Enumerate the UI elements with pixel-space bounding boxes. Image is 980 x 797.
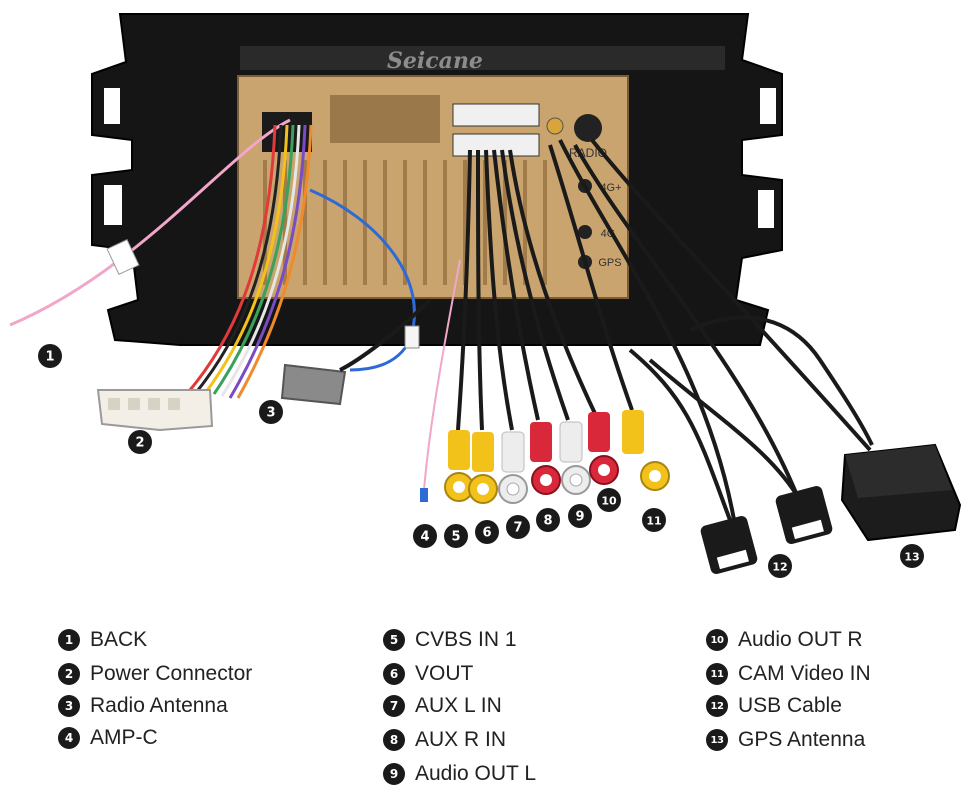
legend-number: 7 xyxy=(383,695,405,717)
legend-label: USB Cable xyxy=(738,694,842,717)
callout-badge-10: 10 xyxy=(597,488,621,512)
legend-number: 2 xyxy=(58,663,80,685)
callout-number: 7 xyxy=(513,521,522,536)
rca-cable-bundle xyxy=(339,138,872,561)
legend-item-13: 13 GPS Antenna xyxy=(706,725,865,755)
legend-item-1: 1 BACK xyxy=(58,625,147,655)
legend-label: CVBS IN 1 xyxy=(415,628,517,651)
callout-number: 8 xyxy=(543,514,552,529)
callout-badge-4: 4 xyxy=(413,524,437,548)
rca-plug-audio-out-l xyxy=(559,421,591,495)
legend-item-4: 4 AMP-C xyxy=(58,723,158,753)
legend-number: 1 xyxy=(58,629,80,651)
rca-plug-audio-out-r xyxy=(588,412,619,485)
pink-back-wire xyxy=(9,118,291,327)
callout-badge-6: 6 xyxy=(475,520,499,544)
callout-number: 3 xyxy=(266,406,275,421)
legend-label: Audio OUT L xyxy=(415,762,537,785)
rca-plug-cam-video-in xyxy=(622,410,670,491)
usb-cable xyxy=(628,348,833,575)
callout-badge-5: 5 xyxy=(444,524,468,548)
wiring-diagram: Seicane RADIO 4G+ 4G GPS xyxy=(9,13,962,578)
brand-logo: Seicane xyxy=(387,48,483,74)
legend-label: AMP-C xyxy=(90,726,158,749)
legend-number: 10 xyxy=(706,629,728,651)
legend-item-8: 8 AUX R IN xyxy=(383,725,506,755)
legend-number: 8 xyxy=(383,729,405,751)
rca-plug-vout xyxy=(468,432,498,504)
legend-number: 12 xyxy=(706,695,728,717)
legend-number: 4 xyxy=(58,727,80,749)
rca-plug-aux-l-in xyxy=(498,431,528,504)
legend-item-3: 3 Radio Antenna xyxy=(58,691,228,721)
legend-label: Radio Antenna xyxy=(90,694,228,717)
gps-antenna xyxy=(689,315,962,542)
callout-number: 11 xyxy=(646,515,661,528)
legend-label: BACK xyxy=(90,628,148,651)
callout-number: 9 xyxy=(575,510,584,525)
legend-number: 9 xyxy=(383,763,405,785)
chassis-back-panel xyxy=(237,75,629,299)
callout-number: 5 xyxy=(451,530,460,545)
callout-number: 10 xyxy=(601,495,617,508)
legend-item-5: 5 CVBS IN 1 xyxy=(383,625,517,655)
callout-badge-2: 2 xyxy=(128,430,152,454)
legend-number: 6 xyxy=(383,663,405,685)
callout-number: 12 xyxy=(772,561,787,574)
callout-badge-1: 1 xyxy=(38,344,62,368)
callout-badge-8: 8 xyxy=(536,508,560,532)
amp-c-wire xyxy=(420,259,461,502)
legend-item-10: 10 Audio OUT R xyxy=(706,625,863,655)
legend-item-7: 7 AUX L IN xyxy=(383,691,502,721)
gps-port-label: GPS xyxy=(598,257,621,269)
rca-plug-aux-r-in xyxy=(530,422,561,495)
legend-number: 11 xyxy=(706,663,728,685)
callout-badge-11: 11 xyxy=(642,508,666,532)
legend-item-9: 9 Audio OUT L xyxy=(383,759,536,789)
legend-label: AUX R IN xyxy=(415,728,507,751)
legend-item-11: 11 CAM Video IN xyxy=(706,659,871,689)
legend-item-12: 12 USB Cable xyxy=(706,691,842,721)
legend-label: VOUT xyxy=(415,662,474,685)
callout-number: 13 xyxy=(904,551,919,564)
legend-label: Audio OUT R xyxy=(738,628,863,651)
callout-badge-7: 7 xyxy=(506,515,530,539)
radio-antenna-wire xyxy=(280,188,420,406)
callout-badge-12: 12 xyxy=(768,554,792,578)
callout-badge-9: 9 xyxy=(568,504,592,528)
power-harness-wires xyxy=(188,124,313,399)
callout-number: 6 xyxy=(482,526,491,541)
power-connector xyxy=(96,389,214,432)
legend-label: Power Connector xyxy=(90,662,253,685)
legend-number: 3 xyxy=(58,695,80,717)
callout-badge-3: 3 xyxy=(259,400,283,424)
legend-number: 5 xyxy=(383,629,405,651)
legend-label: CAM Video IN xyxy=(738,662,871,685)
callout-badge-13: 13 xyxy=(900,544,924,568)
legend-label: AUX L IN xyxy=(415,694,502,717)
legend-number: 13 xyxy=(706,729,728,751)
callout-number: 2 xyxy=(135,436,144,451)
callout-number: 4 xyxy=(420,530,429,545)
callout-number: 1 xyxy=(45,350,54,365)
legend-label: GPS Antenna xyxy=(738,728,866,751)
legend-item-2: 2 Power Connector xyxy=(58,659,252,689)
legend-item-6: 6 VOUT xyxy=(383,659,473,689)
